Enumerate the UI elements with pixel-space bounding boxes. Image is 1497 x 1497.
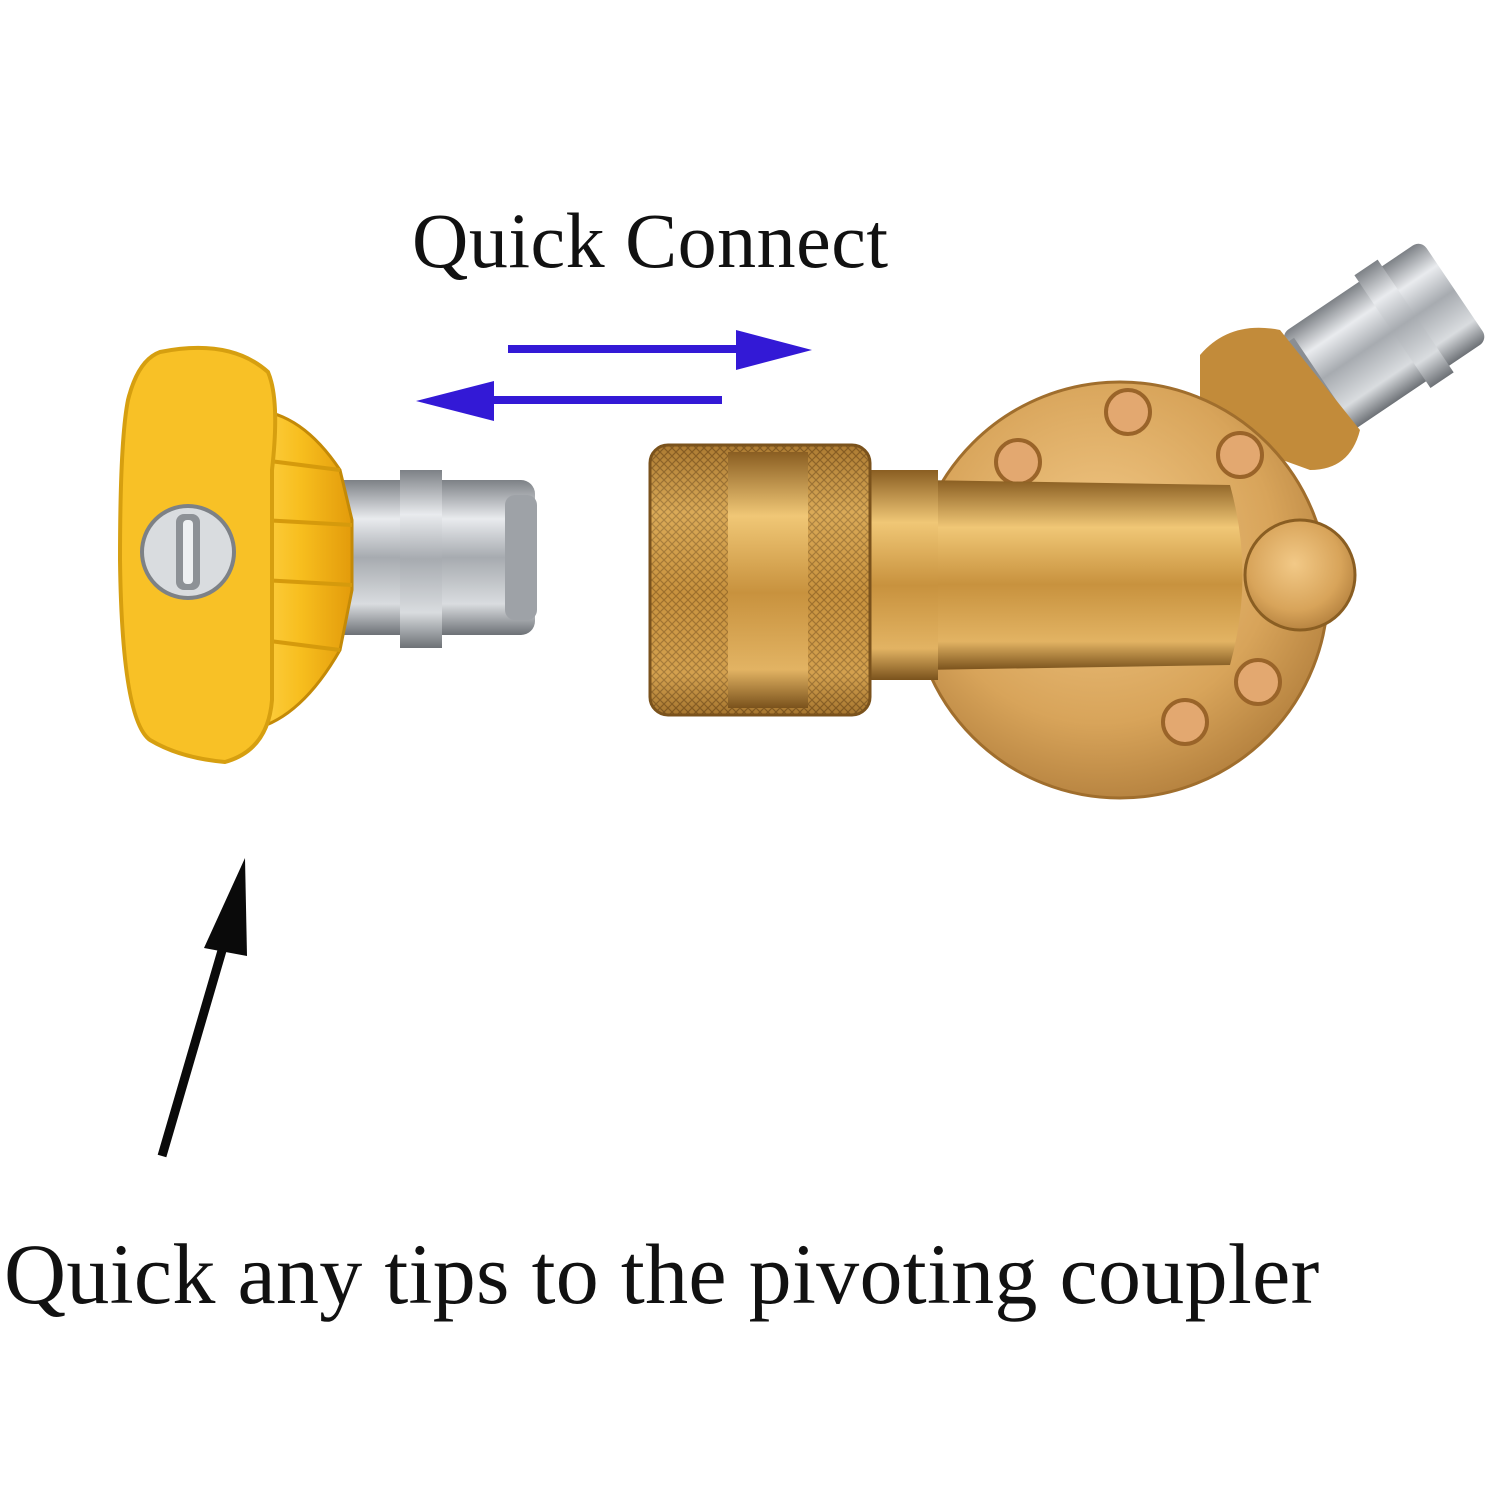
- arrow-right-icon: [508, 330, 812, 370]
- quick-connect-title: Quick Connect: [412, 197, 889, 284]
- pivoting-coupler: [648, 243, 1485, 800]
- spray-nozzle-tip: [117, 345, 537, 765]
- arrow-up-icon: [157, 858, 247, 1158]
- caption-text: Quick any tips to the pivoting coupler: [4, 1226, 1320, 1322]
- arrow-left-icon: [416, 381, 722, 421]
